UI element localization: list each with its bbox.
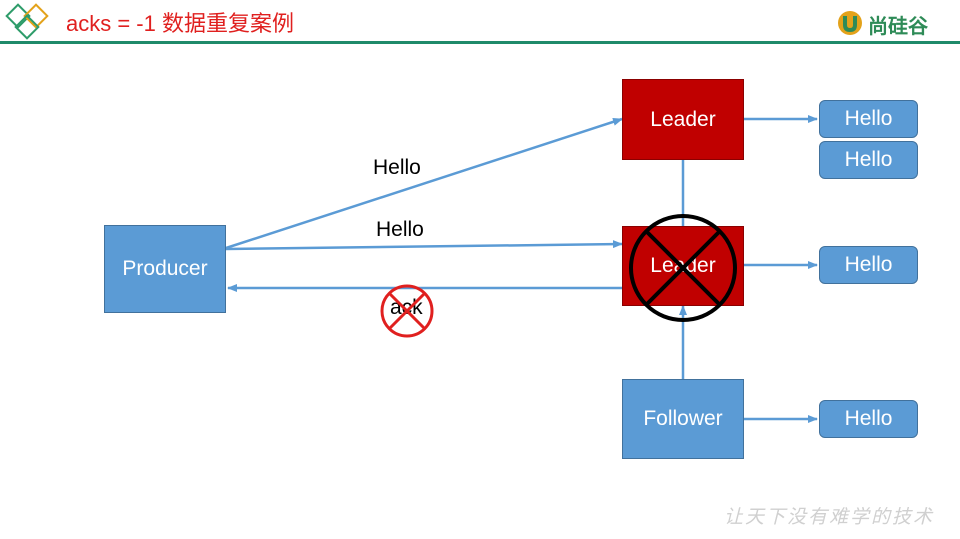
leader-failure-cross-icon: [629, 214, 737, 322]
message-label-top: Hello: [373, 156, 421, 179]
header-divider: [0, 41, 960, 44]
arrow-producer-to-leader-top: [225, 117, 623, 250]
page-title: acks = -1 数据重复案例: [66, 11, 294, 36]
arrow-producer-to-leader-failed: [225, 240, 623, 251]
header-diamond-icon: [5, 3, 49, 40]
footer-slogan: 让天下没有难学的技术: [724, 506, 935, 528]
hello-pill-follower: Hello: [819, 400, 918, 438]
leader-node-top: Leader: [622, 79, 744, 160]
hello-pill-leader-1: Hello: [819, 100, 918, 138]
brand-u-icon: [838, 11, 862, 35]
follower-node: Follower: [622, 379, 744, 459]
hello-pill-failed-leader: Hello: [819, 246, 918, 284]
ack-blocked-icon: [380, 284, 434, 338]
producer-node: Producer: [104, 225, 226, 313]
hello-pill-leader-2: Hello: [819, 141, 918, 179]
brand-logo-text: 尚硅谷: [868, 16, 928, 38]
brand-logo: 尚硅谷: [836, 8, 946, 38]
message-label-middle: Hello: [376, 218, 424, 241]
